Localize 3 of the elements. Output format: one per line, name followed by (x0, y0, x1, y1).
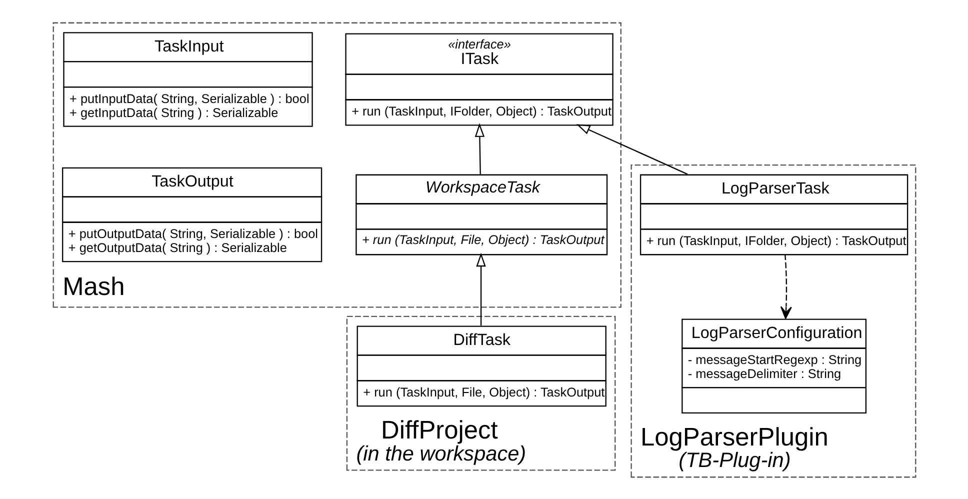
arrow (474, 122, 484, 174)
arrow (476, 252, 486, 326)
arrow (780, 254, 792, 319)
